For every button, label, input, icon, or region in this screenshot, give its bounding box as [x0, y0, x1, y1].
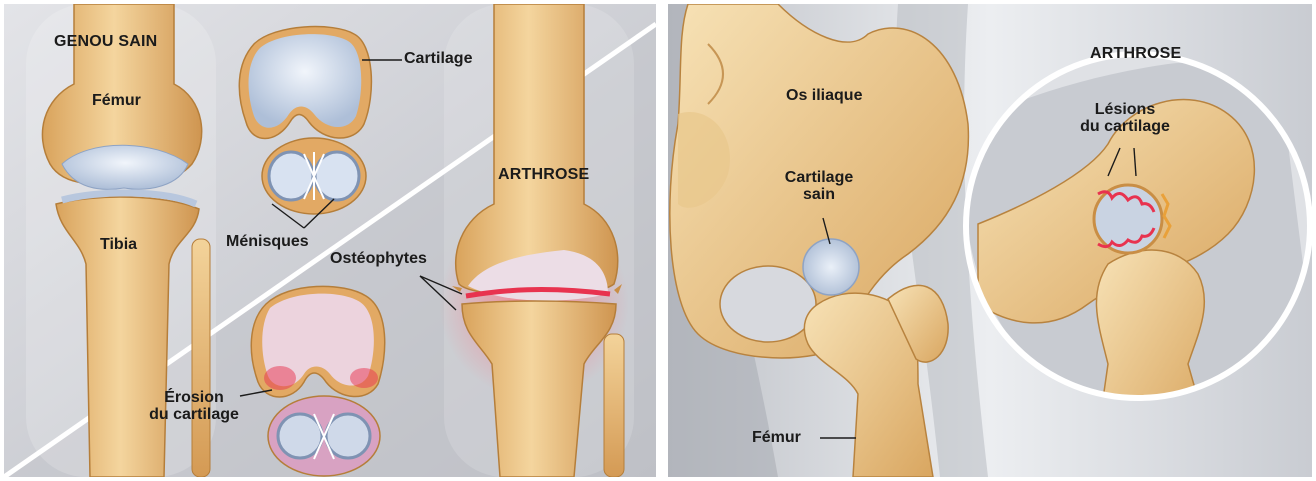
tibia-label: Tibia — [100, 237, 137, 254]
cartilage-label: Cartilage — [404, 51, 472, 68]
hip-artwork — [668, 4, 1312, 477]
iliac-bone-label: Os iliaque — [786, 88, 862, 105]
hip-arthrosis-title: ARTHROSE — [1090, 46, 1181, 63]
eroded-menisci — [268, 396, 380, 476]
hip-femur-label: Fémur — [752, 430, 801, 447]
cartilage-lesions-label: Lésions du cartilage — [1060, 102, 1190, 136]
healthy-knee-title: GENOU SAIN — [54, 34, 157, 51]
cartilage-erosion-label: Érosion du cartilage — [134, 390, 254, 424]
hip-arthrosis-panel: ARTHROSE Os iliaque Cartilage sain Lésio… — [668, 4, 1312, 477]
healthy-menisci — [262, 138, 366, 214]
knee-arthrosis-panel: GENOU SAIN Fémur Tibia Cartilage Ménisqu… — [4, 4, 656, 477]
knee-arthrosis-title: ARTHROSE — [498, 167, 589, 184]
femur-label: Fémur — [92, 93, 141, 110]
menisci-label: Ménisques — [226, 234, 309, 251]
healthy-cartilage-label: Cartilage sain — [764, 170, 874, 204]
osteophytes-label: Ostéophytes — [330, 251, 427, 268]
